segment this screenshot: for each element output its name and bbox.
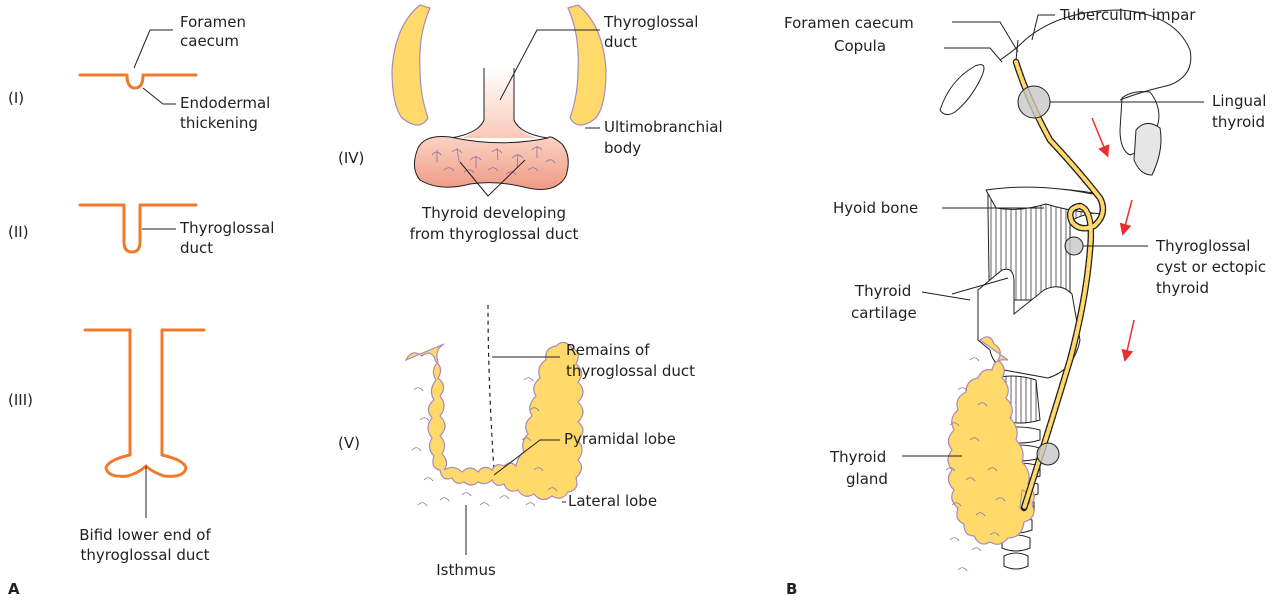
stage-4-numeral: (IV) xyxy=(338,149,364,167)
thyroglossal-cyst-site xyxy=(1065,237,1083,255)
duct-stem-left-edge xyxy=(450,68,484,138)
endodermal-thickening-line xyxy=(80,75,196,88)
stage-3-bifid-label-line2: thyroglossal duct xyxy=(80,546,209,564)
panel-b-foramen-label: Foramen caecum xyxy=(784,14,914,32)
stage-5-thyroid-gland xyxy=(406,342,583,499)
stage-5-group: (V) Remains of thyroglossal duct Pyramid… xyxy=(338,305,695,579)
stage-3-bifid-duct xyxy=(85,330,204,476)
stage-5-lateral-label: Lateral lobe xyxy=(568,492,657,510)
panel-b-cyst-label-line3: thyroid xyxy=(1156,279,1209,297)
stage-1-numeral: (I) xyxy=(8,89,24,107)
panel-b-lingual-label-line1: Lingual xyxy=(1212,92,1266,110)
stage-4-group: (IV) Thyroglossal duct Ultimobranchial b… xyxy=(338,5,723,243)
foramen-caecum-leader xyxy=(134,30,173,68)
stage-2-duct-outline xyxy=(80,205,196,252)
stage-4-duct-label-line2: duct xyxy=(604,33,637,51)
stage-4-developing-label-line1: Thyroid developing xyxy=(421,204,566,222)
panel-b-hyoid-label: Hyoid bone xyxy=(833,199,918,217)
descent-arrow-1 xyxy=(1092,118,1106,152)
copula-leader xyxy=(944,48,1002,62)
panel-b-label: B xyxy=(786,580,797,598)
stage-2-numeral: (II) xyxy=(8,223,29,241)
stage-3-bifid-label-line1: Bifid lower end of xyxy=(79,526,211,544)
panel-b-cartilage-label-line1: Thyroid xyxy=(854,282,911,300)
stage-3-group: (III) Bifid lower end of thyroglossal du… xyxy=(8,330,211,564)
epiglottis-cartilage xyxy=(1134,123,1161,175)
stage-1-foramen-label-line2: caecum xyxy=(180,32,239,50)
stage-1-endoderm-label-line2: thickening xyxy=(180,114,258,132)
descent-arrow-2 xyxy=(1124,200,1132,230)
stage-5-remains-label-line1: Remains of xyxy=(566,341,650,359)
panel-b-cartilage-label-line2: cartilage xyxy=(851,304,917,322)
stage-2-duct-label-line1: Thyroglossal xyxy=(179,219,274,237)
right-ultimobranchial-body xyxy=(568,5,606,125)
stage-1-endoderm-label-line1: Endodermal xyxy=(180,94,270,112)
stage-2-group: (II) Thyroglossal duct xyxy=(8,205,274,257)
panel-b-group: Foramen caecum Copula Tuberculum impar L… xyxy=(784,6,1266,598)
panel-b-cyst-label-line2: cyst or ectopic xyxy=(1156,258,1266,276)
panel-b-gland-label-line1: Thyroid xyxy=(829,448,886,466)
left-ultimobranchial-body xyxy=(392,5,430,125)
descent-arrow-3 xyxy=(1126,320,1134,356)
stage-4-developing-label-line2: from thyroglossal duct xyxy=(410,225,579,243)
stage-4-ultimo-label-line1: Ultimobranchial xyxy=(604,118,723,136)
duct-remnant-dashed-line xyxy=(488,305,494,470)
stage-2-duct-label-line2: duct xyxy=(180,239,213,257)
stage-5-remains-label-line2: thyroglossal duct xyxy=(566,362,695,380)
panel-a-label: A xyxy=(8,580,20,598)
developing-duct-stem xyxy=(462,68,536,138)
stage-5-isthmus-label: Isthmus xyxy=(436,561,496,579)
lingual-thyroid-site xyxy=(1018,86,1050,118)
panel-b-lingual-label-line2: thyroid xyxy=(1212,113,1265,131)
lower-ectopic-site xyxy=(1037,443,1059,465)
stage-5-numeral: (V) xyxy=(338,434,360,452)
panel-b-copula-label: Copula xyxy=(834,37,886,55)
epiglottis-fold xyxy=(940,65,984,115)
panel-b-tuberculum-label: Tuberculum impar xyxy=(1059,6,1196,24)
panel-b-gland-label-line2: gland xyxy=(846,470,888,488)
stage-4-ultimo-label-line2: body xyxy=(604,139,641,157)
duct-stem-right-edge xyxy=(514,68,548,138)
stage-3-numeral: (III) xyxy=(8,391,33,409)
stage-5-pyramidal-label: Pyramidal lobe xyxy=(564,430,676,448)
stage-1-group: (I) Foramen caecum Endodermal thickening xyxy=(8,13,270,132)
endodermal-thickening-leader xyxy=(143,88,176,104)
stage-1-foramen-label-line1: Foramen xyxy=(180,13,246,31)
panel-b-cyst-label-line1: Thyroglossal xyxy=(1155,237,1250,255)
stage-4-duct-label-line1: Thyroglossal xyxy=(603,13,698,31)
developing-thyroid-mass xyxy=(414,136,568,189)
